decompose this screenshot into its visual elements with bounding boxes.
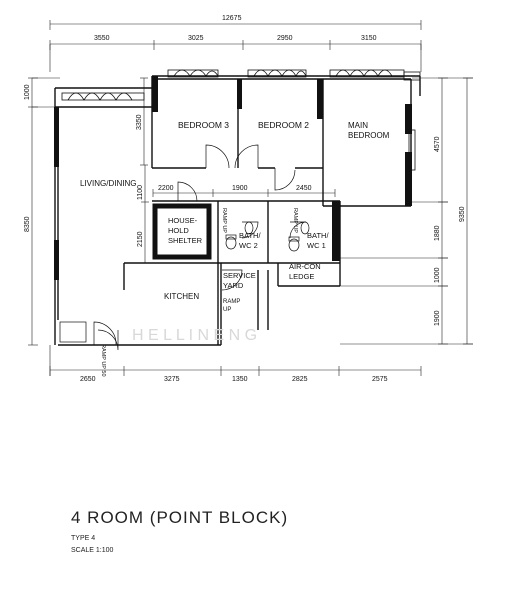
dim-inner-2150: 2150: [137, 231, 144, 247]
dim-bottom-3: 1350: [232, 376, 248, 383]
label-ramp-bath1: RAMP UP: [292, 208, 298, 233]
dim-top-3: 2950: [277, 35, 293, 42]
label-shelter-2: HOLD: [168, 226, 189, 235]
dimension-labels: 12675 3550 3025 2950 3150 1000 8350 3350…: [24, 15, 466, 383]
label-ramp-service-2: UP: [223, 307, 231, 313]
household-shelter-walls: [152, 203, 212, 260]
label-shelter-1: HOUSE-: [168, 216, 198, 225]
label-kitchen: KITCHEN: [164, 292, 199, 301]
dim-top-4: 3150: [361, 35, 377, 42]
label-ramp-entry: RAMP UP 50: [100, 344, 106, 377]
dim-bottom-2: 3275: [164, 376, 180, 383]
label-bedroom3: BEDROOM 3: [178, 120, 229, 130]
fixtures: [225, 221, 310, 252]
label-aircon-2: LEDGE: [289, 272, 314, 281]
dim-right-9350: 9350: [459, 206, 466, 222]
dim-bottom-1: 2650: [80, 376, 96, 383]
dim-right-1900: 1900: [434, 310, 441, 326]
dim-right-1000: 1000: [434, 267, 441, 283]
label-bath2-1: BATH/: [239, 231, 261, 240]
doors: [59, 144, 307, 351]
label-shelter-3: SHELTER: [168, 236, 203, 245]
room-labels: BEDROOM 3 BEDROOM 2 MAIN BEDROOM LIVING/…: [80, 120, 390, 377]
dim-inner-1900: 1900: [232, 185, 248, 192]
label-ramp-service-1: RAMP: [223, 299, 240, 305]
dimension-lines: [28, 20, 473, 376]
wc1-toilet: [288, 238, 300, 252]
windows: [61, 69, 421, 171]
dim-inner-3350: 3350: [136, 114, 143, 130]
dim-inner-2200: 2200: [158, 185, 174, 192]
dim-right-4570: 4570: [434, 136, 441, 152]
label-bath1-2: WC 1: [307, 241, 326, 250]
label-aircon-1: AIR-CON: [289, 262, 321, 271]
wc2-toilet: [225, 236, 237, 250]
dim-bottom-5: 2575: [372, 376, 388, 383]
dim-top-2: 3025: [188, 35, 204, 42]
label-service-2: YARD: [223, 281, 244, 290]
dim-left-2: 8350: [24, 216, 31, 232]
columns: [54, 76, 412, 280]
watermark: H E L L I N E N G: [132, 327, 257, 344]
plan-scale: SCALE 1:100: [71, 547, 114, 554]
dim-inner-1100: 1100: [137, 185, 144, 200]
label-living: LIVING/DINING: [80, 179, 136, 188]
dim-right-1880: 1880: [434, 225, 441, 241]
dim-top-1: 3550: [94, 35, 110, 42]
label-bedroom2: BEDROOM 2: [258, 120, 309, 130]
plan-title: 4 ROOM (POINT BLOCK): [71, 508, 289, 527]
dim-inner-2450: 2450: [296, 185, 312, 192]
label-service-1: SERVICE: [223, 271, 256, 280]
label-main-bedroom-1: MAIN: [348, 121, 368, 130]
plan-type: TYPE 4: [71, 535, 96, 542]
dim-bottom-4: 2825: [292, 376, 308, 383]
label-main-bedroom-2: BEDROOM: [348, 131, 390, 140]
dim-top-total: 12675: [222, 15, 242, 22]
dim-left-1: 1000: [24, 84, 31, 100]
label-ramp-bath2: RAMP UP: [221, 208, 227, 233]
label-bath1-1: BATH/: [307, 231, 329, 240]
label-bath2-2: WC 2: [239, 241, 258, 250]
